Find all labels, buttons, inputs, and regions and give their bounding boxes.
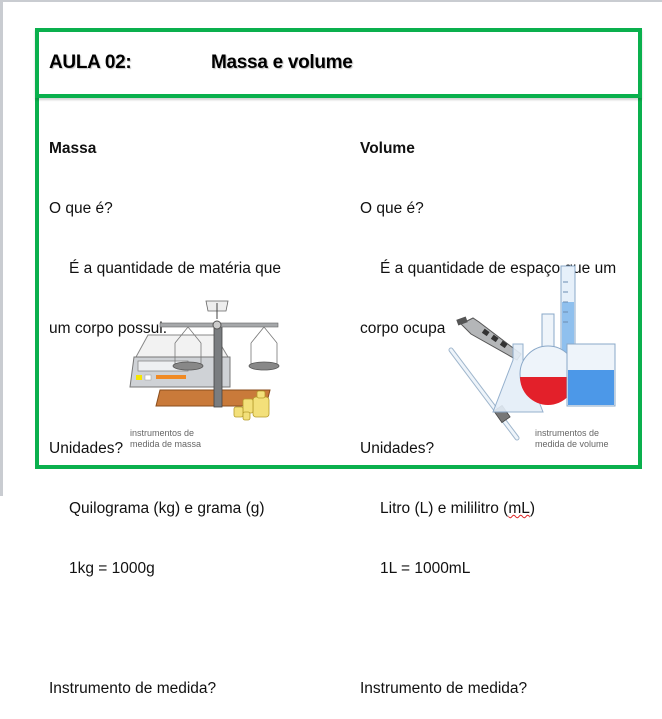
window-left-edge bbox=[0, 0, 3, 496]
volume-units: Litro (L) e mililitro (mL) bbox=[380, 500, 536, 517]
volume-answer-line2: corpo ocupa bbox=[360, 320, 446, 337]
volume-instruments-image bbox=[448, 265, 616, 441]
volume-image-caption: instrumentos de medida de volume bbox=[535, 428, 609, 449]
volume-answer-line1: É a quantidade de espaço que um bbox=[380, 260, 617, 277]
volume-heading: Volume bbox=[360, 140, 415, 157]
lesson-number: AULA 02: bbox=[49, 52, 132, 73]
massa-answer-line2: um corpo possui. bbox=[49, 320, 168, 337]
window-top-edge bbox=[0, 0, 662, 2]
spellcheck-flagged-word[interactable]: mL bbox=[508, 500, 530, 517]
massa-question-instrument: Instrumento de medida? bbox=[49, 680, 217, 697]
volume-question-instrument: Instrumento de medida? bbox=[360, 680, 528, 697]
mass-instruments-image bbox=[129, 300, 280, 421]
massa-heading: Massa bbox=[49, 140, 97, 157]
massa-answer-line1: É a quantidade de matéria que bbox=[69, 260, 281, 277]
content-box bbox=[35, 93, 642, 469]
massa-conversion: 1kg = 1000g bbox=[69, 560, 155, 577]
volume-conversion: 1L = 1000mL bbox=[380, 560, 471, 577]
header-box: AULA 02: Massa e volume bbox=[35, 28, 642, 98]
massa-question-units: Unidades? bbox=[49, 440, 124, 457]
volume-question-what: O que é? bbox=[360, 200, 424, 217]
volume-question-units: Unidades? bbox=[360, 440, 435, 457]
massa-question-what: O que é? bbox=[49, 200, 113, 217]
mass-image-caption: instrumentos de medida de massa bbox=[130, 428, 202, 449]
massa-units: Quilograma (kg) e grama (g) bbox=[69, 500, 265, 517]
lesson-title: Massa e volume bbox=[211, 52, 353, 73]
